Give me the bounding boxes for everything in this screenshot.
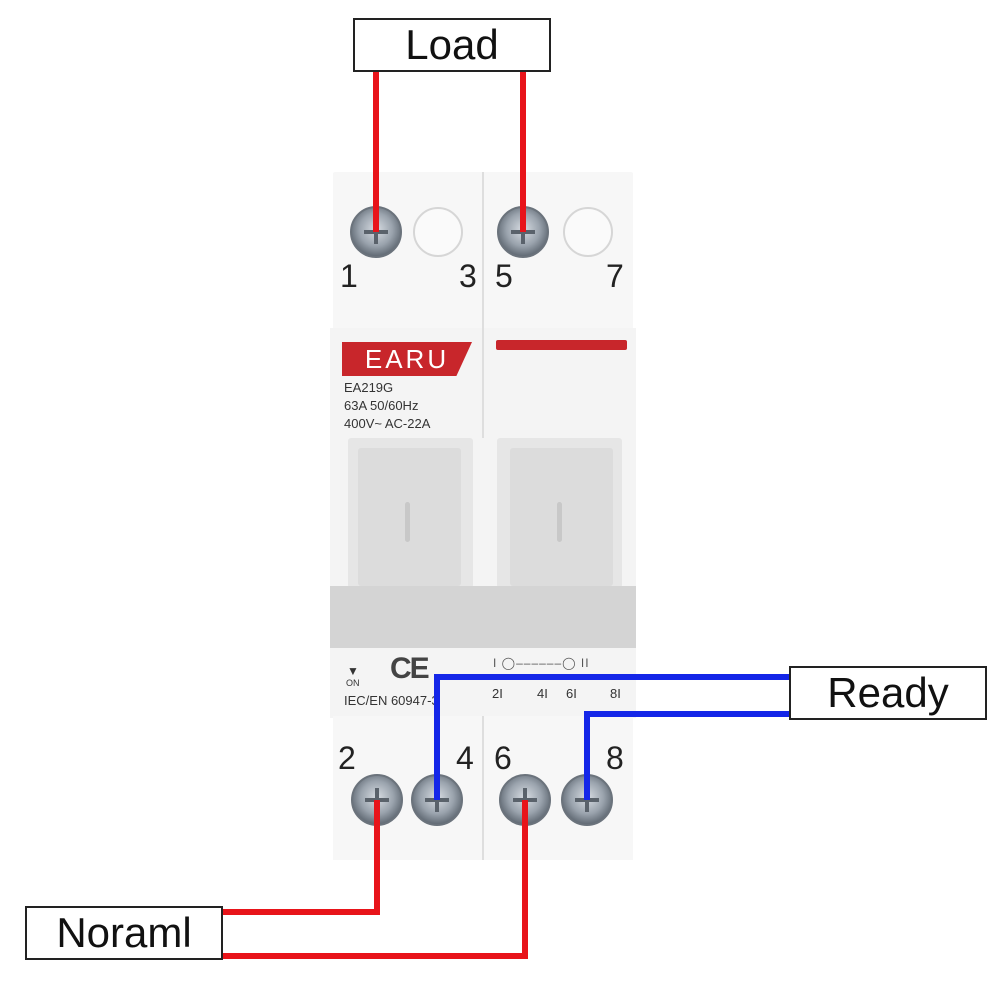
ce-mark: CE — [390, 652, 430, 685]
aux-label: 6I — [566, 686, 577, 701]
terminal-number: 3 — [459, 258, 477, 294]
load-label: Load — [353, 18, 551, 72]
terminal-number: 5 — [495, 258, 513, 294]
terminal-number: 2 — [338, 740, 356, 776]
normal-label: Noraml — [25, 906, 223, 960]
terminal-number: 7 — [606, 258, 624, 294]
model-text: EA219G — [344, 380, 394, 395]
standard-text: IEC/EN 60947-3 — [344, 693, 439, 708]
terminal-number: 8 — [606, 740, 624, 776]
normal-wire-2 — [223, 800, 380, 915]
terminal-number: 6 — [494, 740, 512, 776]
triangle-down-icon: ▼ — [347, 664, 359, 678]
voltage-text: 400V~ AC-22A — [344, 416, 431, 431]
brand-logo: EARU — [342, 342, 472, 376]
terminal-number: 1 — [340, 258, 358, 294]
ready-wire-4 — [434, 674, 789, 800]
terminal-number: 4 — [456, 740, 474, 776]
pole-divider-top — [482, 172, 484, 330]
pole-divider-front — [482, 328, 484, 438]
brand-stripe — [496, 340, 627, 350]
handle-slot-right — [557, 502, 562, 542]
ready-wire-8 — [584, 711, 789, 800]
empty-hole-7 — [563, 207, 613, 257]
switch-schematic: I ◯‒‒‒‒‒‒◯ II — [493, 656, 590, 670]
ready-label: Ready — [789, 666, 987, 720]
normal-wire-6 — [223, 800, 528, 959]
empty-hole-3 — [413, 207, 463, 257]
rating-text: 63A 50/60Hz — [344, 398, 419, 413]
aux-label: 2I — [492, 686, 503, 701]
handle-bar — [330, 586, 636, 648]
handle-slot-left — [405, 502, 410, 542]
on-mark: ON — [346, 678, 360, 688]
aux-label: 8I — [610, 686, 621, 701]
aux-label: 4I — [537, 686, 548, 701]
pole-divider-bottom — [482, 716, 484, 860]
